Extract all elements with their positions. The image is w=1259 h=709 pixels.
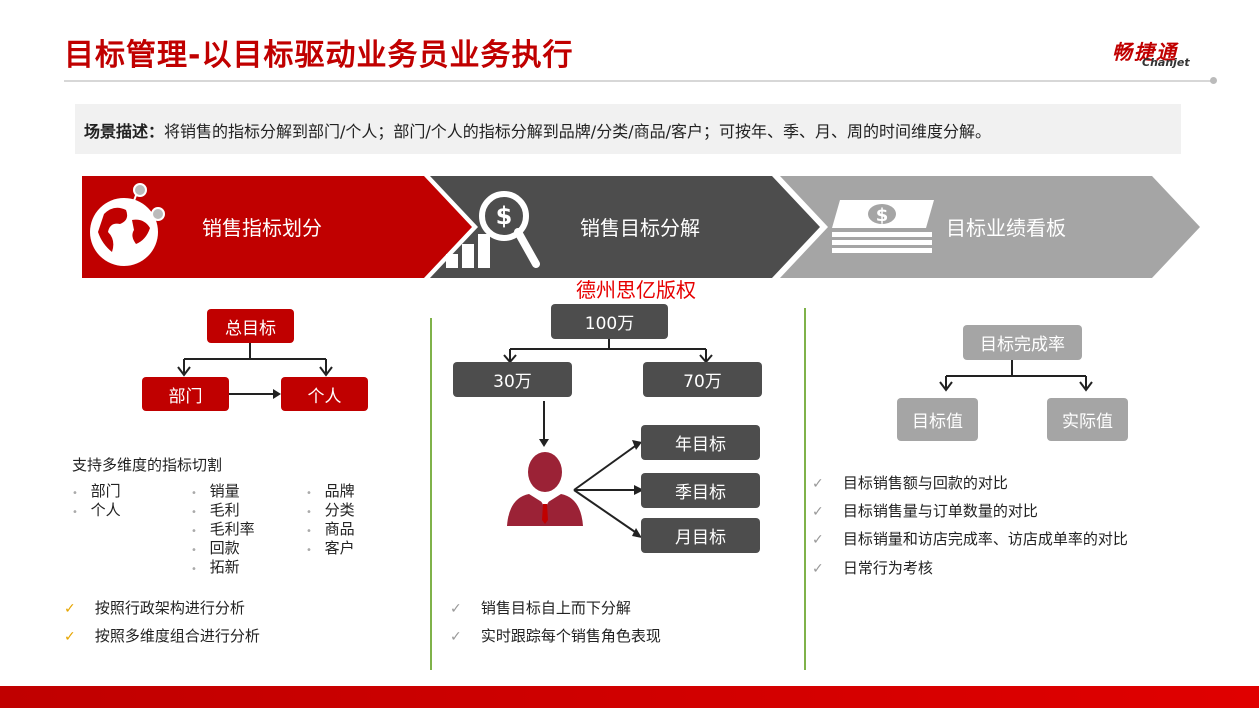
right-check-4: ✓ 日常行为考核 bbox=[812, 559, 933, 577]
list-item: • 分类 bbox=[306, 501, 355, 519]
support-title: 支持多维度的指标切割 bbox=[72, 456, 223, 474]
section-divider-1 bbox=[430, 318, 432, 670]
right-tree-connectors bbox=[939, 360, 1093, 392]
dimension-col-3: • 品牌 • 分类 • 商品 • 客户 bbox=[306, 480, 355, 557]
dimension-col-1: • 部门 • 个人 bbox=[72, 480, 121, 519]
list-item: • 个人 bbox=[72, 501, 121, 519]
box-700k: 70万 bbox=[643, 362, 762, 397]
right-check-3: ✓ 目标销量和访店完成率、访店成单率的对比 bbox=[812, 530, 1128, 548]
box-300k: 30万 bbox=[453, 362, 572, 397]
scene-label: 场景描述： bbox=[84, 122, 165, 141]
list-item: • 毛利 bbox=[191, 501, 240, 519]
dept-box: 部门 bbox=[142, 377, 229, 411]
step-3-label: 目标业绩看板 bbox=[946, 216, 1066, 240]
middle-check-1: ✓ 销售目标自上而下分解 bbox=[450, 599, 631, 617]
check-icon: ✓ bbox=[64, 629, 76, 645]
scene-box bbox=[75, 104, 1181, 154]
middle-tree-connectors bbox=[503, 339, 713, 364]
check-icon: ✓ bbox=[812, 476, 824, 492]
footer-bar bbox=[0, 686, 1259, 708]
scene-description: 场景描述：将销售的指标分解到部门/个人；部门/个人的指标分解到品牌/分类/商品/… bbox=[84, 118, 991, 142]
middle-check-2: ✓ 实时跟踪每个销售角色表现 bbox=[450, 627, 661, 645]
page-title: 目标管理-以目标驱动业务员业务执行 bbox=[64, 38, 574, 73]
header-divider-dot bbox=[1210, 77, 1217, 84]
header-divider bbox=[64, 80, 1214, 82]
total-target-box: 总目标 bbox=[207, 309, 294, 343]
fan-out-arrows bbox=[573, 440, 644, 538]
list-item: • 毛利率 bbox=[191, 520, 255, 538]
check-icon: ✓ bbox=[812, 504, 824, 520]
year-target-box: 年目标 bbox=[641, 425, 760, 460]
globe-icon bbox=[90, 183, 165, 266]
list-item: • 品牌 bbox=[306, 482, 355, 500]
list-item: • 客户 bbox=[306, 539, 355, 557]
svg-text:$: $ bbox=[876, 205, 889, 226]
check-icon: ✓ bbox=[450, 629, 462, 645]
person-box: 个人 bbox=[281, 377, 368, 411]
list-item: • 拓新 bbox=[191, 558, 240, 576]
section-divider-2 bbox=[804, 308, 806, 670]
season-target-box: 季目标 bbox=[641, 473, 760, 508]
left-tree-connectors bbox=[177, 343, 333, 377]
search-dollar-icon: $ bbox=[446, 191, 540, 268]
right-check-1: ✓ 目标销售额与回款的对比 bbox=[812, 474, 1008, 492]
check-icon: ✓ bbox=[812, 561, 824, 577]
dimension-col-2: • 销量 • 毛利 • 毛利率 • 回款 • 拓新 bbox=[191, 480, 255, 576]
left-check-1: ✓ 按照行政架构进行分析 bbox=[64, 599, 245, 617]
list-item: • 部门 bbox=[72, 482, 121, 500]
check-icon: ✓ bbox=[812, 532, 824, 548]
check-icon: ✓ bbox=[64, 601, 76, 617]
check-icon: ✓ bbox=[450, 601, 462, 617]
list-item: • 回款 bbox=[191, 539, 240, 557]
dept-to-person-arrow bbox=[229, 389, 281, 399]
month-target-box: 月目标 bbox=[641, 518, 760, 553]
scene-text: 将销售的指标分解到部门/个人；部门/个人的指标分解到品牌/分类/商品/客户；可按… bbox=[164, 122, 991, 141]
watermark: 德州思亿版权 bbox=[576, 278, 696, 302]
list-item: • 商品 bbox=[306, 520, 355, 538]
money-stack-icon: $ bbox=[832, 200, 934, 253]
actual-value-box: 实际值 bbox=[1047, 398, 1128, 441]
svg-text:$: $ bbox=[496, 202, 513, 230]
step-arrow-1 bbox=[82, 176, 472, 278]
logo-en: Chanjet bbox=[1142, 56, 1190, 69]
completion-rate-box: 目标完成率 bbox=[963, 325, 1082, 360]
step-2-label: 销售目标分解 bbox=[580, 216, 700, 240]
right-check-2: ✓ 目标销售量与订单数量的对比 bbox=[812, 502, 1038, 520]
down-arrow bbox=[539, 401, 549, 447]
salesperson-icon bbox=[507, 452, 583, 526]
total-1m-box: 100万 bbox=[551, 304, 668, 339]
target-value-box: 目标值 bbox=[897, 398, 978, 441]
brand-logo: 畅捷通 Chanjet bbox=[1112, 36, 1202, 72]
step-1-label: 销售指标划分 bbox=[202, 216, 322, 240]
left-check-2: ✓ 按照多维度组合进行分析 bbox=[64, 627, 260, 645]
logo-cn: 畅捷通 bbox=[1112, 40, 1178, 64]
list-item: • 销量 bbox=[191, 482, 240, 500]
